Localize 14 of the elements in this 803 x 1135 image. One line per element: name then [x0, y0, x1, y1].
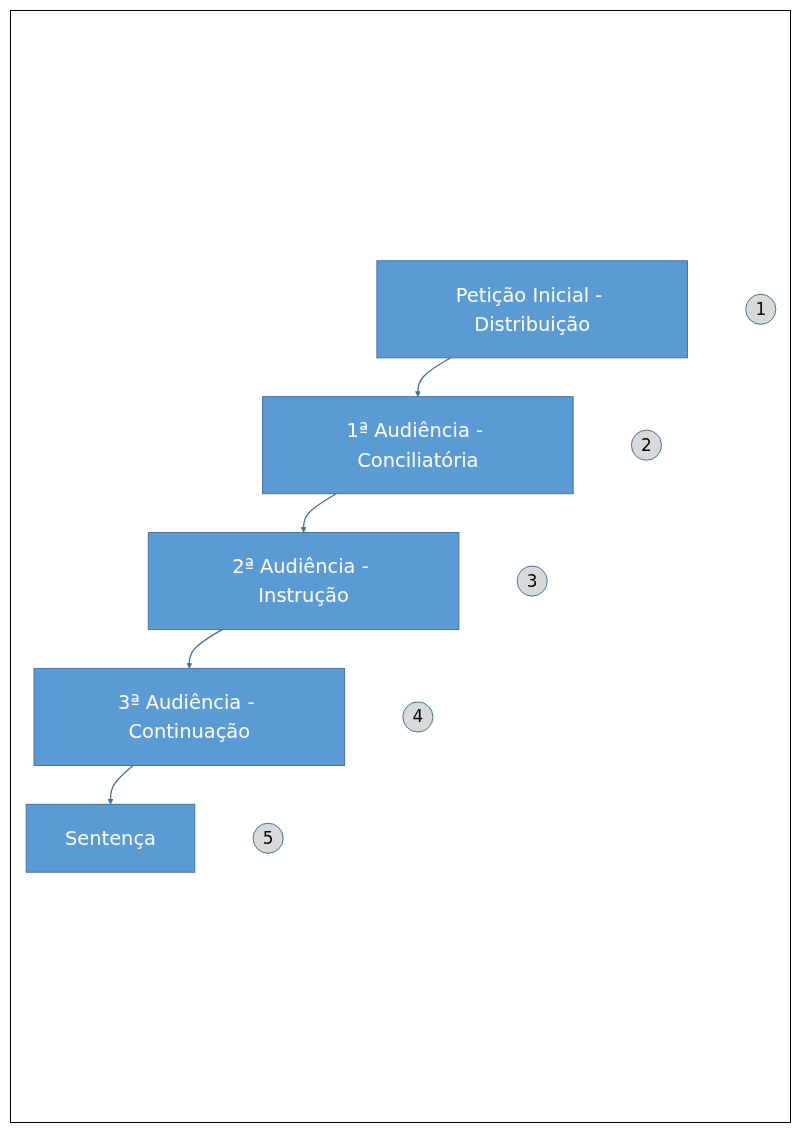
- arrow: [414, 357, 451, 397]
- node-circle: 2: [630, 429, 662, 461]
- node-box: 2ª Audiência - Instrução: [147, 532, 459, 631]
- arrow: [300, 493, 337, 533]
- arrow: [185, 628, 223, 669]
- node-circle: 5: [252, 822, 284, 854]
- arrow: [107, 764, 134, 805]
- node-circle: 3: [516, 565, 548, 597]
- node-box: 3ª Audiência - Continuação: [33, 667, 345, 766]
- node-box: 1ª Audiência - Conciliatória: [261, 396, 574, 495]
- node-box: Sentença: [25, 803, 195, 873]
- node-box: Petição Inicial - Distribuição: [375, 260, 688, 359]
- node-circle: 1: [744, 293, 776, 325]
- node-circle: 4: [401, 701, 433, 733]
